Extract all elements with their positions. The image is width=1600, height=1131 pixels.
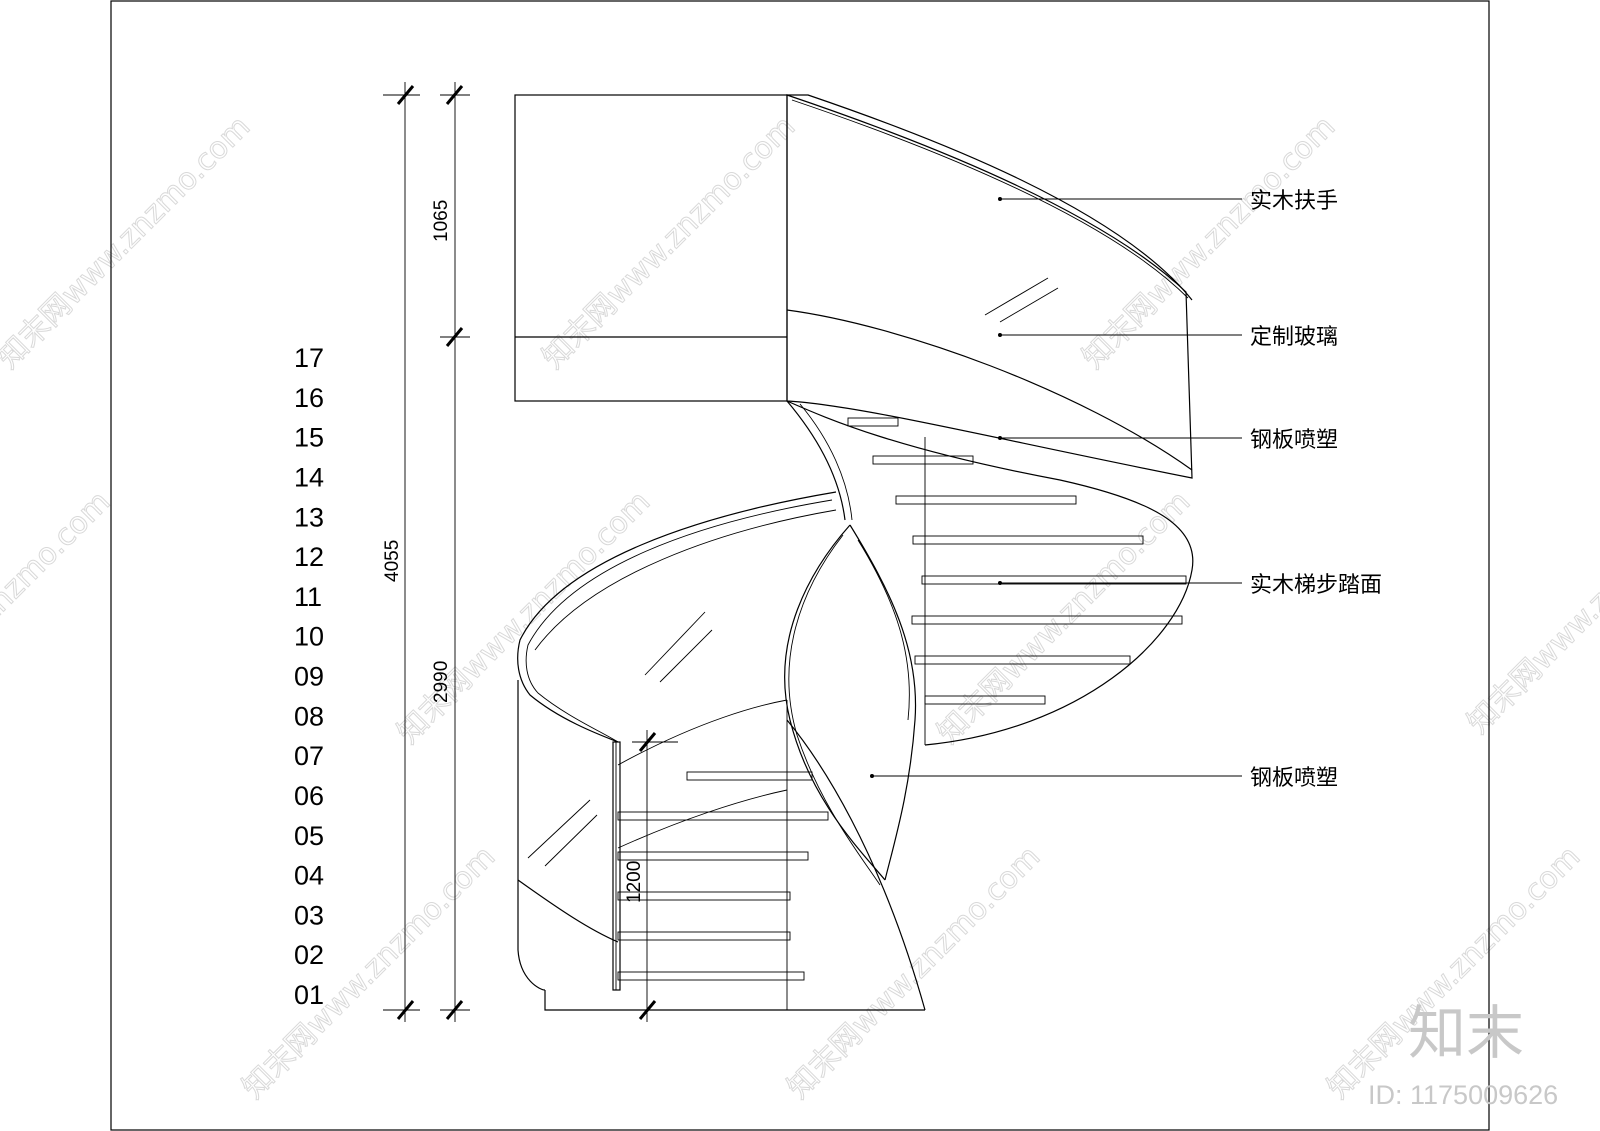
image-id-text: ID: 1175009626 <box>1368 1080 1558 1110</box>
step-number: 07 <box>294 741 324 771</box>
watermark-layer: 知末网www.znzmo.com 知末网www.znzmo.com 知末网www… <box>0 109 1600 1106</box>
ground-line <box>544 990 925 1011</box>
step-number: 15 <box>294 423 324 453</box>
drawing-frame <box>110 0 1490 1131</box>
step-number: 03 <box>294 900 324 930</box>
callout-tread: 实木梯步踏面 <box>998 573 1382 598</box>
callout-label: 钢板喷塑 <box>1250 428 1338 453</box>
step-number: 13 <box>294 502 324 532</box>
watermark-text: 知末网www.znzmo.com <box>391 484 657 750</box>
step-number: 04 <box>294 861 324 891</box>
dimension-upper-label: 1065 <box>431 200 452 242</box>
staircase-elevation <box>514 94 1194 1011</box>
callout-steel-lower: 钢板喷塑 <box>870 766 1338 791</box>
newel-post <box>612 741 621 991</box>
step-number: 10 <box>294 622 324 652</box>
step-number: 09 <box>294 662 324 692</box>
step-number: 08 <box>294 701 324 731</box>
step-number-column: 17 16 15 14 13 12 11 10 09 08 07 06 05 04 03 02 01 <box>294 343 324 1010</box>
dimension-rail-label: 1200 <box>624 861 645 903</box>
dimension-total-label: 4055 <box>382 540 403 582</box>
callout-label: 定制玻璃 <box>1250 325 1338 350</box>
watermark-text: 知末网www.znzmo.com <box>536 109 802 375</box>
step-number: 11 <box>294 582 322 612</box>
dimension-lines: 4055 1065 2990 1200 <box>382 82 678 1022</box>
upper-steel-stringer <box>786 400 1194 746</box>
lower-steel-stringer <box>617 524 926 1011</box>
step-number: 17 <box>294 343 324 373</box>
brand-watermark: 知末 ID: 1175009626 <box>1368 999 1558 1110</box>
step-number: 12 <box>294 542 324 572</box>
callout-glass: 定制玻璃 <box>998 325 1338 350</box>
lower-treads <box>617 771 829 981</box>
callout-label: 实木扶手 <box>1250 189 1338 214</box>
step-number: 16 <box>294 383 324 413</box>
callout-handrail: 实木扶手 <box>998 189 1338 214</box>
callouts: 实木扶手 定制玻璃 钢板喷塑 实木梯步踏面 钢板喷塑 <box>870 189 1382 791</box>
brand-logo-text: 知末 <box>1408 999 1524 1067</box>
watermark-text: 知末网www.znzmo.com <box>931 484 1197 750</box>
callout-steel-upper: 钢板喷塑 <box>998 428 1338 453</box>
watermark-text: 知末网www.znzmo.com <box>1461 474 1600 740</box>
callout-label: 钢板喷塑 <box>1250 766 1338 791</box>
step-number: 02 <box>294 940 324 970</box>
step-number: 01 <box>294 980 324 1010</box>
lower-glass-panel <box>517 491 837 991</box>
watermark-text: 知末网www.znzmo.com <box>236 839 502 1105</box>
dimension-lower-label: 2990 <box>431 661 452 703</box>
watermark-text: 知末网www.znzmo.com <box>0 109 257 375</box>
watermark-text: 知末网www.znzmo.com <box>0 484 117 750</box>
callout-label: 实木梯步踏面 <box>1250 573 1382 598</box>
step-number: 05 <box>294 821 324 851</box>
step-number: 06 <box>294 781 324 811</box>
step-number: 14 <box>294 462 324 492</box>
upper-treads <box>847 417 1187 705</box>
